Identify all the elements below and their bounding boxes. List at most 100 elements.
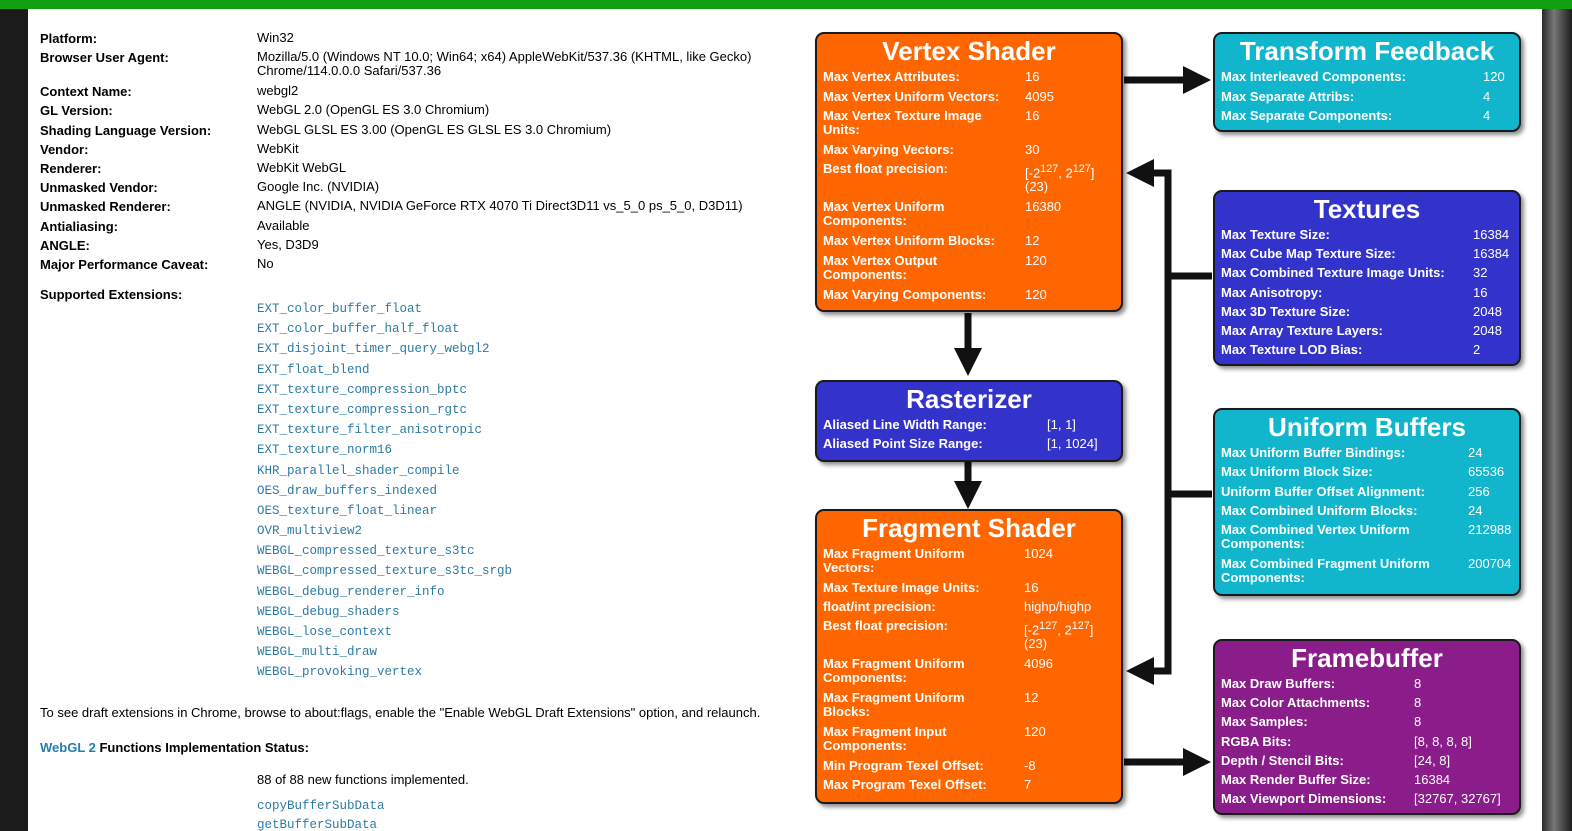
extension-link[interactable]: EXT_texture_norm16 — [257, 443, 393, 458]
param-label: Min Program Texel Offset: — [823, 758, 984, 773]
param-value: 8 — [1414, 695, 1422, 710]
param-value: 24 — [1468, 445, 1483, 460]
info-value: webgl2 — [257, 83, 299, 99]
param-value: 8 — [1414, 676, 1422, 691]
param-value: 16 — [1025, 69, 1040, 84]
param-label-line1: Max Fragment Uniform — [823, 690, 965, 705]
extension-link[interactable]: EXT_texture_compression_bptc — [257, 382, 468, 397]
uniform-buffers-box: Uniform Buffers Max Uniform Buffer Bindi… — [1213, 408, 1521, 596]
extension-link[interactable]: OES_texture_float_linear — [257, 503, 438, 518]
param-value: 16 — [1025, 108, 1040, 123]
extension-link[interactable]: OES_draw_buffers_indexed — [257, 483, 438, 498]
info-row-unmasked-renderer: Unmasked Renderer: ANGLE (NVIDIA, NVIDIA… — [40, 199, 800, 218]
param-row: Max Viewport Dimensions: [32767, 32767] — [1221, 792, 1513, 811]
info-value: Win32 — [257, 30, 294, 45]
param-value: [8, 8, 8, 8] — [1414, 734, 1472, 749]
info-label: GL Version: — [40, 103, 113, 119]
info-row-shading-language: Shading Language Version: WebGL GLSL ES … — [40, 121, 800, 142]
extension-link[interactable]: EXT_texture_filter_anisotropic — [257, 423, 483, 438]
param-label: float/int precision: — [823, 599, 936, 614]
param-row: Best float precision:[-2127, 2127](23) — [823, 619, 1115, 657]
param-label: Max Uniform Buffer Bindings: — [1221, 445, 1406, 460]
extension-link[interactable]: EXT_float_blend — [257, 362, 370, 377]
param-value: [32767, 32767] — [1414, 791, 1501, 806]
framebuffer-title: Framebuffer — [1291, 643, 1443, 673]
param-label: Max Viewport Dimensions: — [1221, 791, 1387, 806]
param-row: Aliased Point Size Range:[1, 1024] — [823, 437, 1115, 456]
param-row: Max Vertex Uniform Blocks:12 — [823, 234, 1115, 254]
webgl2-link[interactable]: WebGL 2 — [40, 740, 96, 755]
info-label: Renderer: — [40, 160, 102, 176]
param-row: Max Combined Texture Image Units:32 — [1221, 266, 1513, 286]
param-value: 120 — [1025, 287, 1047, 302]
info-value: WebGL GLSL ES 3.00 (OpenGL ES GLSL ES 3.… — [257, 121, 612, 137]
extension-link[interactable]: OVR_multiview2 — [257, 524, 363, 539]
info-label: Major Performance Caveat: — [40, 256, 209, 272]
function-link[interactable]: copyBufferSubData — [257, 799, 385, 813]
function-link[interactable]: getBufferSubData — [257, 818, 378, 831]
info-row-context-name: Context Name: webgl2 — [40, 84, 800, 103]
extension-link[interactable]: EXT_color_buffer_half_float — [257, 322, 460, 337]
param-label: Max Interleaved Components: — [1221, 69, 1406, 84]
extension-link[interactable]: WEBGL_compressed_texture_s3tc_srgb — [257, 564, 513, 579]
param-value: 212988 — [1468, 522, 1512, 537]
functions-status-label: Functions Implementation Status: — [95, 740, 309, 755]
extension-link[interactable]: EXT_texture_compression_rgtc — [257, 402, 468, 417]
info-row-unmasked-vendor: Unmasked Vendor: Google Inc. (NVIDIA) — [40, 180, 800, 199]
param-label-line2: Units: — [823, 122, 860, 137]
param-label-line2: Components: — [1221, 536, 1305, 551]
param-row: Max Interleaved Components:120 — [1221, 70, 1513, 90]
extension-link[interactable]: EXT_color_buffer_float — [257, 302, 423, 316]
rasterizer-box: Rasterizer Aliased Line Width Range:[1, … — [815, 380, 1123, 462]
param-value: 4 — [1483, 108, 1491, 123]
extension-link[interactable]: KHR_parallel_shader_compile — [257, 463, 460, 478]
param-label: Max Cube Map Texture Size: — [1221, 246, 1396, 261]
param-label: Best float precision: — [823, 161, 948, 176]
info-row-vendor: Vendor: WebKit — [40, 141, 800, 161]
extension-link[interactable]: WEBGL_compressed_texture_s3tc — [257, 544, 475, 559]
extension-link[interactable]: EXT_disjoint_timer_query_webgl2 — [257, 342, 490, 357]
param-row: Max 3D Texture Size:2048 — [1221, 305, 1513, 324]
param-label: Max Varying Vectors: — [823, 142, 954, 157]
rasterizer-title: Rasterizer — [906, 384, 1032, 414]
param-label-line1: Max Fragment Uniform — [823, 546, 965, 561]
user-agent-line1: Mozilla/5.0 (Windows NT 10.0; Win64; x64… — [257, 49, 752, 65]
param-value: 200704 — [1468, 556, 1512, 571]
param-label: Max Array Texture Layers: — [1221, 323, 1383, 338]
param-label: Max Anisotropy: — [1221, 285, 1323, 300]
param-row: Max Program Texel Offset:7 — [823, 778, 1115, 796]
param-row: Max Draw Buffers:8 — [1221, 677, 1513, 696]
fragment-shader-title: Fragment Shader — [862, 513, 1076, 543]
param-value: 16384 — [1473, 227, 1510, 242]
info-row-angle: ANGLE: Yes, D3D9 — [40, 237, 800, 257]
extension-link[interactable]: WEBGL_multi_draw — [257, 645, 378, 660]
extension-link[interactable]: WEBGL_debug_shaders — [257, 604, 400, 619]
param-row: Aliased Line Width Range:[1, 1] — [823, 418, 1115, 437]
info-value: ANGLE (NVIDIA, NVIDIA GeForce RTX 4070 T… — [257, 198, 743, 214]
extension-link[interactable]: WEBGL_debug_renderer_info — [257, 584, 445, 599]
param-label-line1: Max Vertex Output — [823, 253, 938, 268]
param-label: Max Color Attachments: — [1221, 695, 1371, 710]
transform-feedback-box: Transform Feedback Max Interleaved Compo… — [1213, 32, 1521, 132]
param-row: RGBA Bits:[8, 8, 8, 8] — [1221, 735, 1513, 754]
vertex-shader-box: Vertex Shader Max Vertex Attributes:16 M… — [815, 32, 1123, 312]
info-value: Available — [257, 217, 310, 233]
param-row: Max Vertex Attributes:16 — [823, 70, 1115, 90]
extension-link[interactable]: WEBGL_lose_context — [257, 625, 393, 639]
info-label: Antialiasing: — [40, 218, 119, 234]
param-row: Max Uniform Block Size:65536 — [1221, 465, 1513, 485]
extension-link[interactable]: WEBGL_provoking_vertex — [257, 665, 423, 680]
param-label-line1: Max Combined Vertex Uniform — [1221, 522, 1410, 537]
param-value: 65536 — [1468, 464, 1505, 479]
info-row-renderer: Renderer: WebKit WebGL — [40, 160, 800, 180]
precision-bits: (23) — [1025, 179, 1049, 195]
param-label-line2: Components: — [823, 738, 907, 753]
param-label: Max Texture Image Units: — [823, 580, 980, 595]
